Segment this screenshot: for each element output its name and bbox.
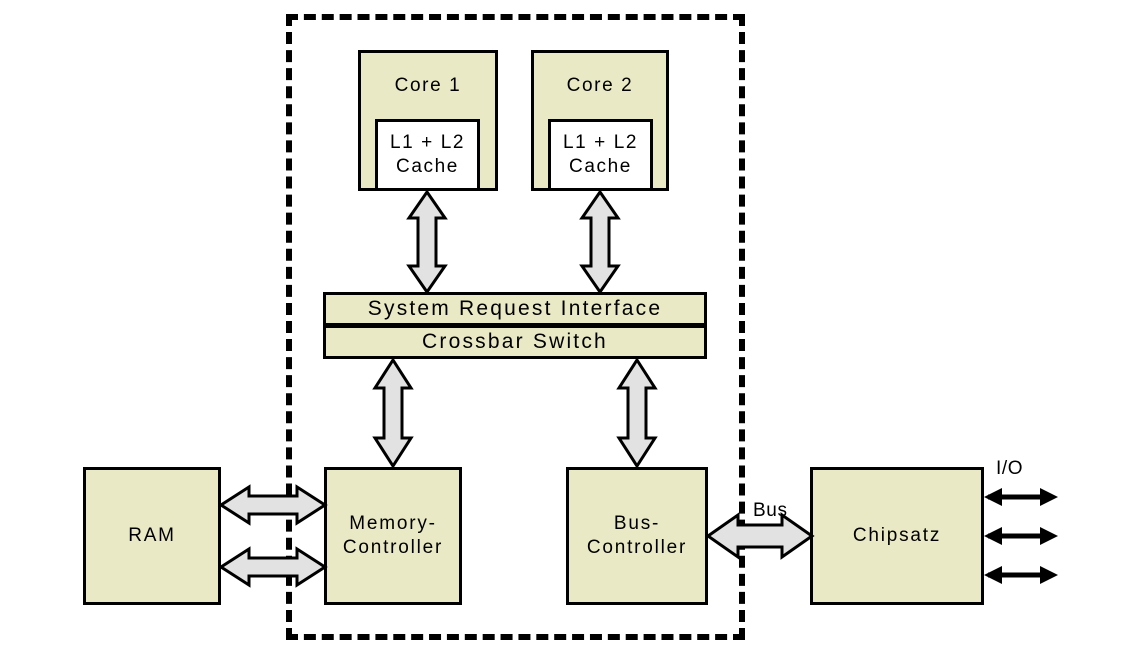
- memory-controller-block[interactable]: Memory- Controller: [324, 467, 462, 605]
- ram-label: RAM: [128, 524, 176, 546]
- bus-connection-label: Bus: [753, 500, 788, 521]
- io-arrow-1: [984, 488, 1058, 506]
- core-2-cache-block[interactable]: L1 + L2 Cache: [548, 119, 653, 191]
- crossbar-switch-label: Crossbar Switch: [422, 329, 608, 353]
- bus-controller-label: Bus- Controller: [586, 512, 688, 558]
- core-1-title: Core 1: [394, 75, 462, 96]
- ram-block[interactable]: RAM: [83, 467, 221, 605]
- system-request-interface-bar[interactable]: System Request Interface: [323, 292, 707, 326]
- cpu-die-boundary: [286, 14, 745, 640]
- crossbar-switch-bar[interactable]: Crossbar Switch: [323, 325, 707, 359]
- io-arrow-2: [984, 527, 1058, 545]
- core-2-cache-label: L1 + L2 Cache: [562, 131, 639, 177]
- chipsatz-label: Chipsatz: [852, 524, 942, 546]
- system-request-interface-label: System Request Interface: [367, 296, 663, 320]
- io-connection-label: I/O: [996, 458, 1024, 479]
- io-arrow-3: [984, 566, 1058, 584]
- chipsatz-block[interactable]: Chipsatz: [810, 467, 984, 605]
- core-2-title: Core 2: [566, 75, 634, 96]
- memory-controller-label: Memory- Controller: [342, 512, 444, 558]
- bus-controller-block[interactable]: Bus- Controller: [566, 467, 708, 605]
- core-1-cache-block[interactable]: L1 + L2 Cache: [375, 119, 480, 191]
- core-1-cache-label: L1 + L2 Cache: [389, 131, 466, 177]
